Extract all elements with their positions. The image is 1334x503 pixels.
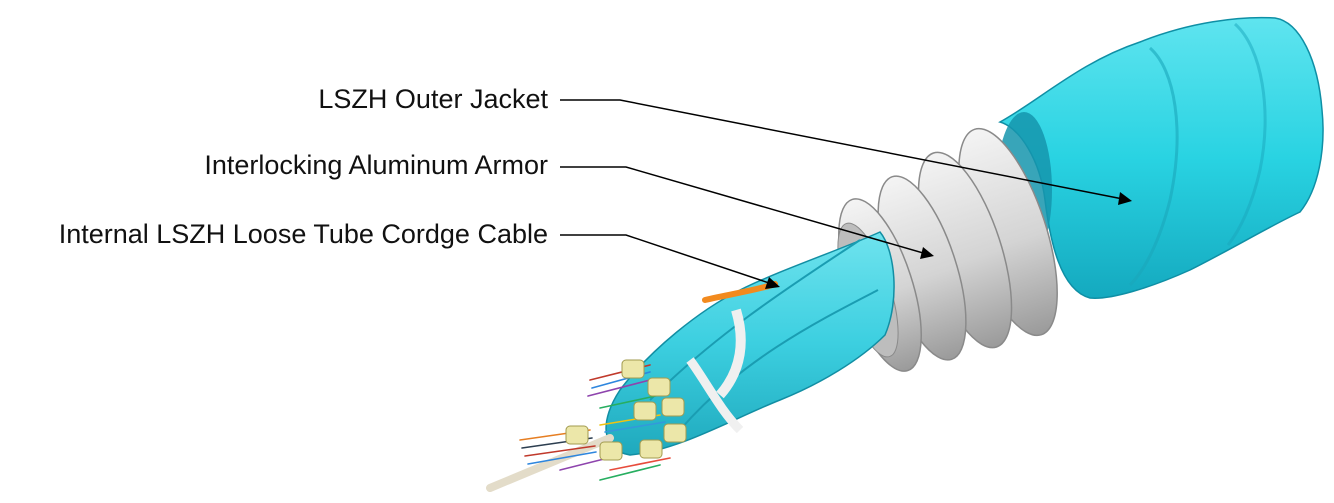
fiber-strand [599,394,661,409]
leader-outer-jacket [560,99,1129,201]
binder-tape [716,308,746,399]
arrowhead-armor [920,247,934,259]
buffer-tube [621,359,645,379]
leader-arrowheads [765,192,1132,289]
callout-inner-cable: Internal LSZH Loose Tube Cordge Cable [58,219,548,249]
callout-outer-jacket: LSZH Outer Jacket [318,84,548,114]
buffer-tube [599,441,623,461]
inner-cable-strand [679,289,879,431]
inner-cable-strand [649,239,861,401]
binder-tape [686,357,744,434]
arrowhead-inner-cable [765,277,780,289]
callout-aluminum-armor: Interlocking Aluminum Armor [204,150,548,180]
fiber-strand [604,421,666,433]
inner-cable [605,231,895,456]
fiber-strand [599,464,661,481]
fiber-strand [527,451,597,465]
outer-jacket-ripple-2 [1226,22,1267,246]
buffer-tube [647,377,671,397]
fiber-strand [609,457,671,471]
inner-cable-body [605,231,895,456]
buffer-tube [633,401,657,421]
strength-member [486,434,614,492]
outer-jacket-ripple [1128,46,1179,287]
leader-lines [560,99,1129,286]
fiber-strand [524,445,596,457]
buffer-tube [661,397,685,417]
fiber-bundles [486,359,687,492]
outer-jacket-body [998,16,1324,299]
buffer-tube [639,439,663,459]
leader-armor [560,166,931,256]
fiber-strand [587,379,651,397]
arrowhead-outer-jacket [1118,192,1132,205]
buffer-tube [663,423,687,443]
buffer-tube [565,425,589,445]
leader-inner-cable [560,234,776,286]
